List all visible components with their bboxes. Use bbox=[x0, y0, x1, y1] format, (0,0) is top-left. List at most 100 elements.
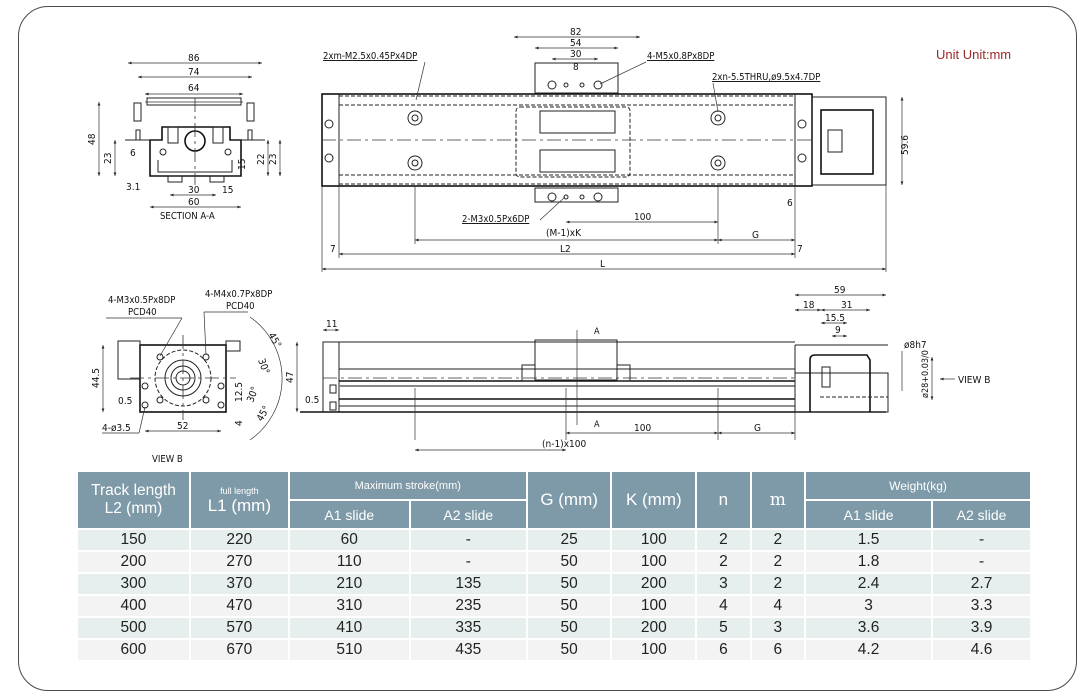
dim-31: 31 bbox=[841, 300, 852, 311]
cell-m: 6 bbox=[751, 640, 805, 660]
cell-s-a1: 60 bbox=[289, 530, 409, 550]
dim-l: L bbox=[600, 259, 605, 270]
dim-8: 8 bbox=[573, 62, 579, 73]
angle-45-upper: 45° bbox=[265, 331, 283, 350]
callout-m4: 4-M4x0.7Px8DP bbox=[205, 289, 272, 300]
callout-slide-tap: 2xm-M2.5x0.45Px4DP bbox=[323, 51, 417, 62]
cell-w-a2: 3.3 bbox=[933, 596, 1030, 616]
dim-7-right: 7 bbox=[797, 244, 803, 255]
cell-m: 4 bbox=[751, 596, 805, 616]
cell-l1: 220 bbox=[190, 530, 288, 550]
header-k: K (mm) bbox=[612, 472, 696, 528]
dim-22: 22 bbox=[256, 154, 267, 165]
cell-n: 2 bbox=[697, 530, 750, 550]
dim-23-right: 23 bbox=[268, 154, 279, 165]
cell-s-a2: - bbox=[410, 552, 526, 572]
dim-48: 48 bbox=[87, 133, 98, 145]
cell-l1: 570 bbox=[190, 618, 288, 638]
dim-g-top: G bbox=[752, 230, 759, 241]
cell-g: 50 bbox=[527, 574, 611, 594]
dim-100-top: 100 bbox=[634, 212, 651, 223]
cell-w-a1: 3.6 bbox=[806, 618, 932, 638]
cell-k: 100 bbox=[612, 530, 696, 550]
cell-l2: 600 bbox=[78, 640, 189, 660]
callout-m3-pcd: PCD40 bbox=[128, 307, 157, 318]
cell-n: 2 bbox=[697, 552, 750, 572]
dim-47-side: 47 bbox=[285, 372, 296, 383]
cell-w-a2: 3.9 bbox=[933, 618, 1030, 638]
cell-s-a2: 235 bbox=[410, 596, 526, 616]
dim-4: 4 bbox=[234, 420, 245, 426]
cell-k: 200 bbox=[612, 574, 696, 594]
dim-0-5-side: 0.5 bbox=[305, 395, 319, 406]
dim-64: 64 bbox=[188, 83, 200, 94]
cell-s-a1: 110 bbox=[289, 552, 409, 572]
cell-k: 100 bbox=[612, 552, 696, 572]
cell-l1: 370 bbox=[190, 574, 288, 594]
cell-w-a1: 4.2 bbox=[806, 640, 932, 660]
cell-n: 5 bbox=[697, 618, 750, 638]
cell-k: 100 bbox=[612, 596, 696, 616]
cell-k: 200 bbox=[612, 618, 696, 638]
dim-shaft-dia: ø8h7 bbox=[904, 340, 927, 351]
dim-44-5: 44.5 bbox=[91, 368, 102, 388]
dim-pitch-mk: (M-1)xK bbox=[546, 228, 582, 239]
cell-w-a2: - bbox=[933, 552, 1030, 572]
callout-carriage-tap: 4-M5x0.8Px8DP bbox=[647, 51, 714, 62]
dim-0-5-viewb: 0.5 bbox=[118, 396, 132, 407]
cell-g: 50 bbox=[527, 640, 611, 660]
view-b-title: VIEW B bbox=[152, 454, 183, 465]
dim-11: 11 bbox=[326, 319, 337, 330]
cell-g: 50 bbox=[527, 596, 611, 616]
cell-s-a1: 210 bbox=[289, 574, 409, 594]
dim-15-5: 15.5 bbox=[825, 313, 845, 324]
cell-w-a1: 1.5 bbox=[806, 530, 932, 550]
callout-mount-holes: 2xn-5.5THRU,ø9.5x4.7DP bbox=[712, 72, 820, 83]
dim-3-1: 3.1 bbox=[126, 182, 140, 193]
callout-m4-pcd: PCD40 bbox=[226, 301, 255, 312]
section-marker-a-bottom: A bbox=[594, 420, 600, 430]
section-a-a-view: 86 74 64 48 23 6 3.1 30 15 60 15 22 23 S… bbox=[87, 53, 282, 222]
cell-k: 100 bbox=[612, 640, 696, 660]
cell-l2: 150 bbox=[78, 530, 189, 550]
dim-86: 86 bbox=[188, 53, 200, 64]
header-stroke-a1: A1 slide bbox=[289, 501, 409, 528]
cell-l1: 470 bbox=[190, 596, 288, 616]
dim-6: 6 bbox=[130, 148, 136, 159]
dim-6-top: 6 bbox=[787, 198, 793, 209]
cell-m: 2 bbox=[751, 530, 805, 550]
dim-59: 59 bbox=[834, 285, 846, 296]
spec-table: Track length L2 (mm) full length L1 (mm)… bbox=[76, 470, 1032, 662]
angle-45-lower: 45° bbox=[255, 404, 273, 423]
cell-g: 50 bbox=[527, 618, 611, 638]
callout-bottom-tap: 2-M3x0.5Px6DP bbox=[462, 214, 529, 225]
dim-12-5: 12.5 bbox=[234, 382, 245, 402]
cell-n: 4 bbox=[697, 596, 750, 616]
header-weight-a1: A1 slide bbox=[806, 501, 932, 528]
header-g: G (mm) bbox=[527, 472, 611, 528]
callout-holes: 4-ø3.5 bbox=[102, 423, 131, 434]
cell-g: 25 bbox=[527, 530, 611, 550]
view-b: 4-M3x0.5Px8DP PCD40 4-M4x0.7Px8DP PCD40 … bbox=[91, 289, 283, 465]
callout-m3: 4-M3x0.5Px8DP bbox=[108, 295, 175, 306]
header-full-length: full length L1 (mm) bbox=[190, 472, 288, 528]
cell-s-a2: 335 bbox=[410, 618, 526, 638]
header-weight-a2: A2 slide bbox=[933, 501, 1030, 528]
technical-drawing: 86 74 64 48 23 6 3.1 30 15 60 15 22 23 S… bbox=[87, 27, 990, 465]
cell-w-a2: - bbox=[933, 530, 1030, 550]
cell-w-a1: 3 bbox=[806, 596, 932, 616]
cell-s-a2: 435 bbox=[410, 640, 526, 660]
dim-60: 60 bbox=[188, 197, 200, 208]
cell-m: 2 bbox=[751, 552, 805, 572]
cell-n: 3 bbox=[697, 574, 750, 594]
page-frame bbox=[18, 6, 1077, 691]
dim-30-top: 30 bbox=[570, 49, 582, 60]
header-track-length: Track length L2 (mm) bbox=[78, 472, 189, 528]
cell-s-a1: 310 bbox=[289, 596, 409, 616]
view-b-marker: VIEW B bbox=[958, 375, 990, 386]
cell-m: 2 bbox=[751, 574, 805, 594]
